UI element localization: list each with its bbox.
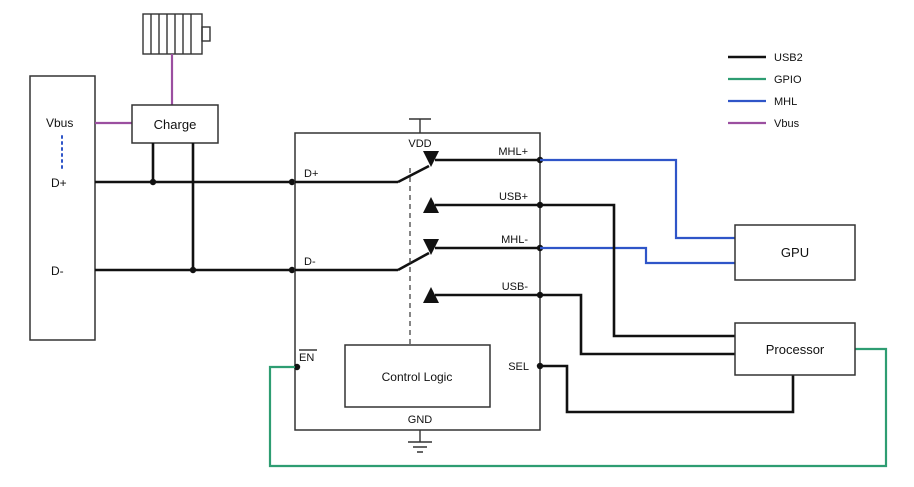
battery-cells bbox=[150, 14, 192, 54]
gpu-label: GPU bbox=[781, 245, 809, 260]
mhl-plus-wire bbox=[540, 158, 735, 240]
usb-connector-vbus-label: Vbus bbox=[46, 116, 73, 130]
usb-minus-contact-triangle bbox=[423, 287, 439, 303]
ground-symbol bbox=[408, 430, 432, 453]
charge-box bbox=[131, 104, 219, 144]
sel-wire bbox=[540, 364, 795, 414]
gpio-enable-wire bbox=[268, 347, 888, 468]
dminus-pin-dot bbox=[288, 266, 296, 274]
charge-block: Charge bbox=[131, 104, 219, 144]
battery-terminal bbox=[201, 26, 211, 42]
gpu-block: GPU bbox=[734, 224, 856, 281]
legend-gpio-label: GPIO bbox=[774, 74, 802, 86]
dminus-switch-arm bbox=[397, 251, 430, 272]
processor-block: Processor bbox=[734, 322, 856, 376]
mhl-minus-contact-triangle bbox=[423, 239, 439, 255]
ic-en-label: EN bbox=[299, 352, 314, 364]
control-logic-box bbox=[344, 344, 491, 408]
ic-dminus-label: D- bbox=[304, 256, 316, 268]
en-pin-dot bbox=[293, 363, 301, 371]
ic-usb-plus-label: USB+ bbox=[499, 191, 528, 203]
vdd-symbol bbox=[409, 118, 431, 133]
usb-minus-wire bbox=[540, 293, 735, 356]
legend-mhl-label: MHL bbox=[774, 96, 797, 108]
usb-plus-contact-triangle bbox=[423, 197, 439, 213]
ic-mhl-minus-label: MHL- bbox=[501, 234, 528, 246]
charge-label: Charge bbox=[154, 117, 197, 132]
battery-body bbox=[142, 13, 203, 55]
usb-connector-dplus-label: D+ bbox=[51, 176, 67, 190]
usb-connector: Vbus D+ D- bbox=[29, 75, 96, 341]
switch-ic: VDD GND D+ D- MHL+ USB+ MHL- USB- SEL EN… bbox=[293, 118, 544, 453]
processor-label: Processor bbox=[766, 342, 825, 357]
mhl-minus-wire bbox=[540, 246, 735, 265]
usb-connector-box bbox=[29, 75, 96, 341]
dplus-pin-dot bbox=[288, 178, 296, 186]
dplus-switch-arm bbox=[397, 164, 430, 184]
processor-box bbox=[734, 322, 856, 376]
gpu-box bbox=[734, 224, 856, 281]
battery bbox=[142, 13, 211, 55]
ic-mhl-plus-label: MHL+ bbox=[498, 146, 528, 158]
usb-plus-wire bbox=[540, 203, 735, 338]
legend-usb2-label: USB2 bbox=[774, 52, 803, 64]
ic-sel-label: SEL bbox=[508, 361, 529, 373]
legend-vbus-label: Vbus bbox=[774, 118, 800, 130]
mhl-plus-contact-triangle bbox=[423, 151, 439, 167]
ic-dplus-label: D+ bbox=[304, 168, 318, 180]
ic-usb-minus-label: USB- bbox=[502, 281, 529, 293]
gnd-label: GND bbox=[408, 414, 433, 426]
vdd-label: VDD bbox=[408, 138, 431, 150]
legend: USB2 GPIO MHL Vbus bbox=[728, 52, 803, 130]
usb-connector-dminus-label: D- bbox=[51, 264, 64, 278]
control-logic-label: Control Logic bbox=[382, 370, 453, 384]
